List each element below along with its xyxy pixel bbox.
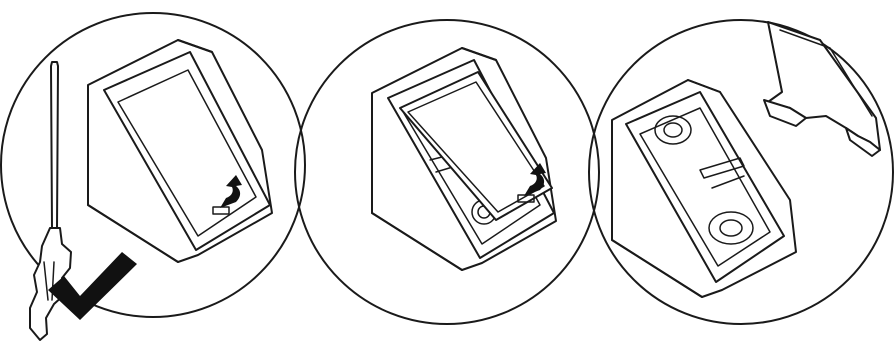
lift-arrow-icon	[524, 163, 546, 196]
lift-arrow-icon	[220, 175, 242, 208]
panel-3-circle	[588, 19, 894, 325]
lid-removed-icon	[763, 21, 881, 157]
panel-2-circle	[294, 19, 600, 325]
lid	[399, 71, 553, 221]
enclosure-open	[611, 79, 797, 298]
panel-2	[294, 19, 600, 325]
panel-3	[588, 19, 894, 325]
upper-screw-boss	[654, 115, 692, 145]
check-mark-icon	[48, 252, 137, 320]
enclosure-lid-lifting	[371, 47, 557, 271]
panel-1-circle	[0, 12, 306, 318]
panel-1	[0, 12, 306, 341]
lower-screw-boss	[708, 211, 754, 245]
enclosure-closed	[87, 39, 273, 263]
screwdriver-icon	[29, 61, 72, 341]
